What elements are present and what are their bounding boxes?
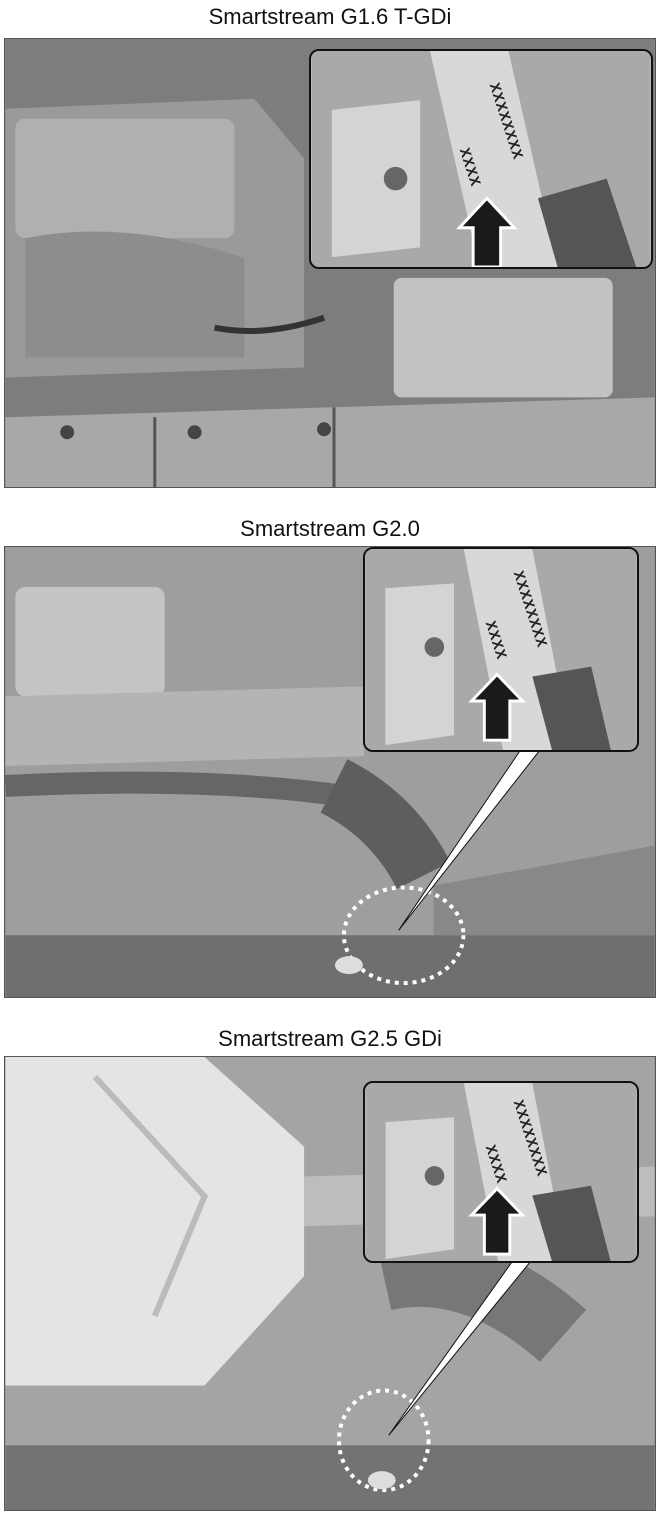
up-arrow-icon (468, 672, 527, 742)
sensor-closeup-inset: XXXXXXXX XXXX (363, 1081, 639, 1263)
engine-illustration-g25: XXXXXXXX XXXX (4, 1056, 656, 1511)
figure-title-g25: Smartstream G2.5 GDi (218, 1026, 442, 1051)
up-arrow-icon (456, 196, 518, 267)
closeup-drawing (312, 51, 650, 267)
sensor-closeup-inset: XXXXXXXX XXXX (363, 547, 639, 752)
figure-title-g16: Smartstream G1.6 T-GDi (208, 4, 452, 29)
sensor-closeup-inset: XXXXXXXX XXXX (309, 49, 653, 269)
up-arrow-icon (468, 1186, 526, 1256)
closeup-drawing (365, 549, 637, 750)
figure-title-g20: Smartstream G2.0 (240, 516, 420, 541)
engine-illustration-g16: XXXXXXXX XXXX (4, 38, 656, 488)
closeup-drawing (366, 1083, 636, 1261)
location-highlight-circle (341, 885, 466, 986)
location-highlight-circle (336, 1388, 431, 1493)
engine-illustration-g20: XXXXXXXX XXXX (4, 546, 656, 998)
